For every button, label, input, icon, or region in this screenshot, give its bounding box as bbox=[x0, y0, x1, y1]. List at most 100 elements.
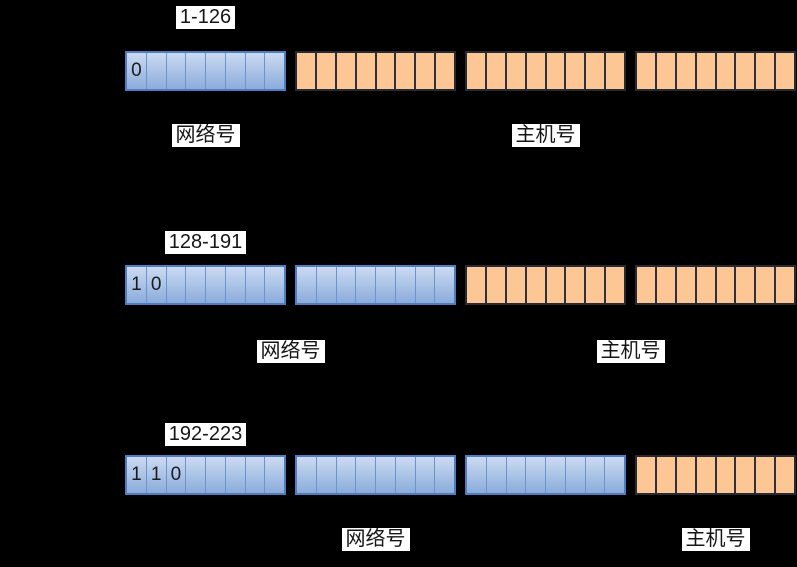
bit-cell bbox=[335, 267, 356, 303]
network-octet-bar bbox=[295, 265, 456, 305]
bit-cell bbox=[334, 53, 355, 89]
bit-cell bbox=[205, 267, 225, 303]
bit-cell bbox=[297, 267, 316, 303]
bit-cell bbox=[315, 457, 336, 493]
bit-cell bbox=[545, 457, 565, 493]
bit-cell bbox=[355, 267, 375, 303]
bit-cell bbox=[375, 457, 395, 493]
network-number-label: 网络号 bbox=[171, 124, 240, 147]
bit-cell bbox=[604, 457, 624, 493]
network-label-strip: 网络号 bbox=[125, 124, 286, 148]
bit-cell bbox=[694, 267, 715, 303]
bit-cell bbox=[355, 457, 375, 493]
network-number-label: 网络号 bbox=[256, 340, 325, 363]
bit-cell bbox=[774, 457, 794, 493]
bit-cell bbox=[714, 267, 735, 303]
bit-cell bbox=[637, 457, 655, 493]
bit-cell bbox=[185, 267, 205, 303]
bit-cell bbox=[467, 457, 486, 493]
host-number-label: 主机号 bbox=[681, 528, 750, 551]
bit-cell bbox=[637, 267, 655, 303]
host-octet-bar bbox=[295, 51, 456, 91]
bit-cell bbox=[165, 53, 186, 89]
bit-cell bbox=[754, 53, 774, 89]
bit-cell bbox=[434, 53, 454, 89]
host-octet-bar bbox=[635, 51, 796, 91]
bit-cell bbox=[674, 53, 695, 89]
bit-cell bbox=[244, 53, 265, 89]
host-octet-bar bbox=[465, 51, 626, 91]
bit-cell bbox=[224, 53, 245, 89]
bit-cell bbox=[354, 53, 375, 89]
bit-cell bbox=[315, 267, 336, 303]
leading-bit: 0 bbox=[145, 267, 166, 303]
bit-cell bbox=[394, 53, 414, 89]
bit-cell bbox=[414, 457, 435, 493]
range-label-strip: 128-191 bbox=[125, 231, 286, 255]
bit-cell bbox=[297, 457, 316, 493]
network-octet-bar bbox=[295, 455, 456, 495]
bit-cell bbox=[504, 267, 525, 303]
bit-cell bbox=[774, 53, 794, 89]
host-octet-bar bbox=[635, 455, 796, 495]
bit-cell bbox=[414, 267, 435, 303]
bit-cell bbox=[564, 267, 584, 303]
bit-cell bbox=[145, 53, 166, 89]
host-label-strip: 主机号 bbox=[465, 340, 796, 364]
bit-cell bbox=[467, 267, 485, 303]
network-octet-bar: 0 bbox=[125, 51, 286, 91]
bit-cell bbox=[694, 53, 715, 89]
bit-cell bbox=[544, 267, 565, 303]
network-label-strip: 网络号 bbox=[125, 528, 626, 552]
bit-cell bbox=[714, 53, 735, 89]
host-octet-bar bbox=[465, 265, 626, 305]
bit-cell bbox=[484, 267, 505, 303]
bit-cell bbox=[434, 457, 454, 493]
bit-cell bbox=[264, 267, 284, 303]
bit-cell bbox=[394, 267, 415, 303]
bit-cell bbox=[564, 53, 584, 89]
bit-cell bbox=[654, 267, 675, 303]
bit-cell bbox=[674, 457, 695, 493]
bit-cell bbox=[504, 53, 525, 89]
bit-cell bbox=[224, 267, 245, 303]
bit-cell bbox=[584, 267, 604, 303]
host-octet-bar bbox=[635, 265, 796, 305]
bit-cell bbox=[564, 457, 585, 493]
bit-cell bbox=[544, 53, 565, 89]
bit-cell bbox=[774, 267, 794, 303]
bit-cell bbox=[734, 267, 754, 303]
bit-cell bbox=[264, 457, 284, 493]
bit-cell bbox=[505, 457, 526, 493]
bit-cell bbox=[185, 53, 205, 89]
leading-bit: 1 bbox=[131, 464, 142, 485]
bit-cell bbox=[205, 457, 225, 493]
leading-bit: 0 bbox=[165, 457, 186, 493]
bit-cell bbox=[205, 53, 225, 89]
bit-cell bbox=[654, 53, 675, 89]
bit-cell bbox=[734, 457, 754, 493]
network-octet-bar bbox=[465, 455, 626, 495]
bit-cell bbox=[604, 267, 624, 303]
bit-cell bbox=[297, 53, 315, 89]
bit-cell bbox=[694, 457, 715, 493]
range-label: 192-223 bbox=[164, 423, 247, 446]
bit-cell bbox=[584, 457, 605, 493]
bit-cell bbox=[484, 53, 505, 89]
bit-cell bbox=[244, 267, 265, 303]
network-label-strip: 网络号 bbox=[125, 340, 456, 364]
bit-cell bbox=[434, 267, 454, 303]
network-number-label: 网络号 bbox=[341, 528, 410, 551]
bit-cell bbox=[394, 457, 415, 493]
bit-cell bbox=[185, 457, 205, 493]
bit-cell bbox=[754, 457, 774, 493]
leading-bit: 1 bbox=[131, 274, 142, 295]
range-label-strip: 1-126 bbox=[125, 6, 286, 30]
bit-cell bbox=[165, 267, 186, 303]
host-number-label: 主机号 bbox=[511, 124, 580, 147]
bit-cell bbox=[414, 53, 434, 89]
leading-bit: 1 bbox=[145, 457, 166, 493]
bit-cell bbox=[654, 457, 675, 493]
